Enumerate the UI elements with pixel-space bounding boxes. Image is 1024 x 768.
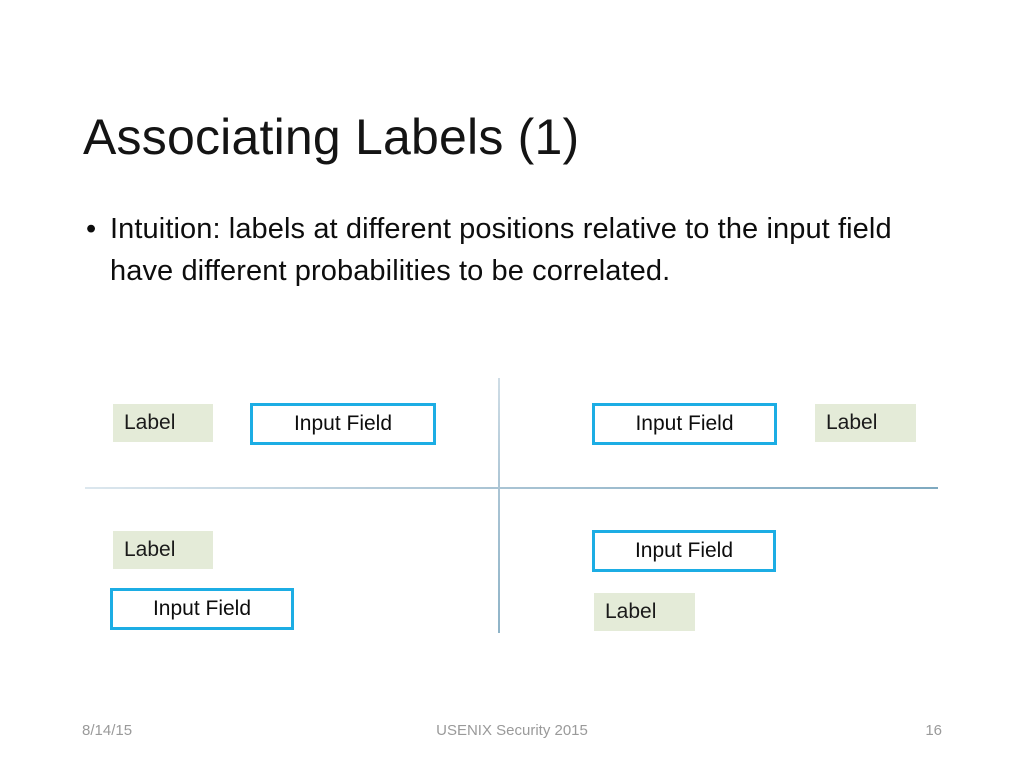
list-item: • Intuition: labels at different positio… [84, 208, 964, 292]
divider-horizontal-line [85, 487, 938, 489]
quadrant-bottom-right-input-field[interactable]: Input Field [592, 530, 776, 572]
quadrant-bottom-right-label-chip: Label [594, 593, 695, 631]
quadrant-bottom-left-input-field[interactable]: Input Field [110, 588, 294, 630]
quadrant-top-right-label-chip: Label [815, 404, 916, 442]
footer-date: 8/14/15 [82, 722, 133, 739]
footer-page-number: 16 [925, 722, 942, 739]
divider-vertical-line [498, 378, 500, 633]
quadrant-bottom-left-label-chip: Label [113, 531, 213, 569]
quadrant-top-left-input-field[interactable]: Input Field [250, 403, 436, 445]
page-title: Associating Labels (1) [83, 108, 580, 165]
bullet-list: • Intuition: labels at different positio… [84, 208, 964, 292]
quadrant-top-left-label-chip: Label [113, 404, 213, 442]
bullet-point-icon: • [86, 213, 97, 245]
slide-footer: 8/14/15 USENIX Security 2015 16 [0, 722, 1024, 746]
footer-conference-name: USENIX Security 2015 [436, 722, 588, 739]
bullet-item-text: Intuition: labels at different positions… [110, 213, 892, 287]
quadrant-top-right-input-field[interactable]: Input Field [592, 403, 777, 445]
